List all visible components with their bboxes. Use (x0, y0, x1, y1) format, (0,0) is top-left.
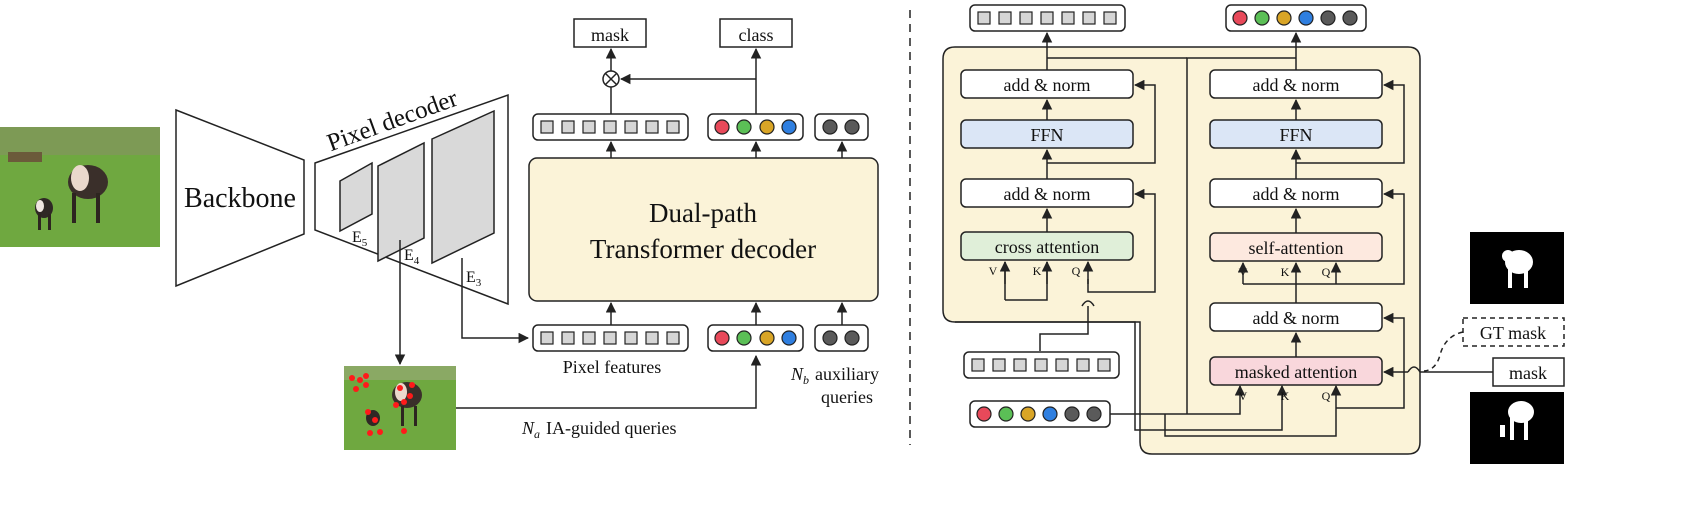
self-k-label: K (1281, 265, 1290, 279)
cross-k-label: K (1033, 264, 1042, 278)
cross-attention-block: cross attention (960, 231, 1134, 261)
self-q-label: Q (1322, 265, 1331, 279)
aux-queries-label-2: queries (821, 387, 873, 407)
cross-q-label: Q (1072, 264, 1081, 278)
output-ia-queries (707, 113, 804, 141)
right-output-queries (1225, 4, 1367, 32)
input-ia-queries (707, 324, 804, 352)
backbone-block: Backbone (175, 108, 305, 288)
input-pixel-tokens (532, 324, 689, 352)
mask-input-box: mask (1492, 357, 1565, 387)
output-aux-queries (814, 113, 869, 141)
gt-mask-box: GT mask (1462, 317, 1565, 347)
e5-label: E5 (352, 229, 368, 249)
e4-label: E4 (404, 247, 420, 267)
e3-label: E3 (466, 269, 482, 289)
svg-text:GT mask: GT mask (1480, 323, 1546, 343)
svg-text:masked attention: masked attention (1235, 362, 1357, 382)
svg-text:add & norm: add & norm (1004, 75, 1091, 95)
svg-text:add & norm: add & norm (1004, 184, 1091, 204)
masked-attention-block: masked attention (1209, 356, 1383, 386)
output-pixel-tokens (532, 113, 689, 141)
left-add-norm-top: add & norm (960, 69, 1134, 99)
masked-k-label: K (1281, 389, 1290, 403)
right-add-norm-mid: add & norm (1209, 178, 1383, 208)
svg-text:FFN: FFN (1030, 125, 1063, 145)
masked-v-label: V (1239, 389, 1248, 403)
backbone-label: Backbone (184, 183, 296, 214)
keypoint-image (344, 366, 456, 450)
right-input-pixel-tokens (963, 351, 1120, 379)
gt-mask-image (1470, 232, 1564, 304)
left-ffn: FFN (960, 119, 1134, 149)
predicted-mask-image (1470, 392, 1564, 464)
right-output-pixel-tokens (969, 4, 1126, 32)
right-add-norm-low: add & norm (1209, 302, 1383, 332)
svg-text:add & norm: add & norm (1253, 308, 1340, 328)
mask-output-box: mask (573, 18, 647, 48)
class-output-label: class (739, 25, 774, 45)
transformer-decoder-block: Dual-path Transformer decoder (528, 157, 879, 302)
mask-output-label: mask (591, 25, 629, 45)
pixel-features-label: Pixel features (563, 357, 661, 377)
input-aux-queries (814, 324, 869, 352)
transformer-line1: Dual-path (649, 198, 757, 228)
left-add-norm-mid: add & norm (960, 178, 1134, 208)
svg-text:add & norm: add & norm (1253, 184, 1340, 204)
right-input-queries (969, 400, 1111, 428)
class-output-box: class (719, 18, 793, 48)
svg-text:self-attention: self-attention (1249, 238, 1344, 258)
self-attention-block: self-attention (1209, 232, 1383, 262)
cross-v-label: V (989, 264, 998, 278)
right-ffn: FFN (1209, 119, 1383, 149)
transformer-line2: Transformer decoder (590, 234, 816, 264)
svg-text:FFN: FFN (1279, 125, 1312, 145)
svg-text:add & norm: add & norm (1253, 75, 1340, 95)
pixel-decoder-block: Pixel decoder E5 E4 E3 (314, 85, 509, 306)
input-image (0, 127, 160, 247)
masked-q-label: Q (1322, 389, 1331, 403)
svg-text:mask: mask (1509, 363, 1547, 383)
svg-text:cross attention: cross attention (995, 237, 1099, 257)
right-add-norm-top: add & norm (1209, 69, 1383, 99)
